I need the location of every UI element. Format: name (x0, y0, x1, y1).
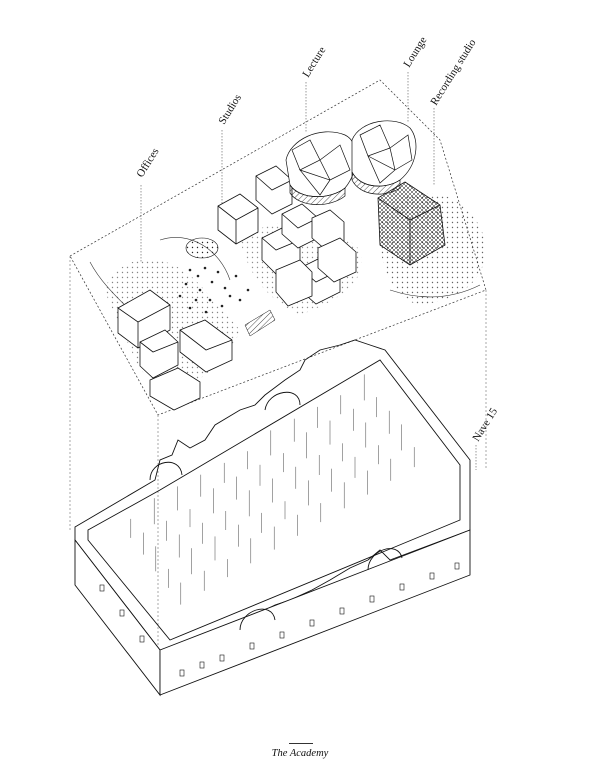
arch-2 (264, 391, 301, 411)
arch-4 (367, 548, 403, 571)
nave-columns (130, 374, 415, 605)
nave-inner-outline (87, 359, 461, 641)
nave-15-building (74, 339, 471, 697)
recording-studio-volume (377, 181, 446, 266)
front-windows (179, 562, 460, 677)
nave-left-face (74, 538, 161, 697)
plate-outline (69, 79, 487, 416)
label-nave-15: Nave 15 (470, 405, 500, 443)
walkway (244, 309, 276, 337)
label-studios: Studios (216, 92, 244, 126)
studios-buildings (217, 165, 357, 307)
leader-lines (140, 72, 477, 470)
oval-pavilion (185, 237, 219, 259)
arch-1 (149, 461, 183, 481)
offices-buildings (117, 289, 233, 411)
label-recording-studio: Recording studio (428, 37, 478, 108)
nave-front-face (159, 529, 471, 696)
path-curve-3 (389, 284, 481, 298)
caption-rule (289, 743, 313, 744)
label-lounge: Lounge (401, 35, 429, 70)
label-lecture: Lecture (300, 45, 328, 80)
crowd (178, 266, 250, 314)
drawing-caption: The Academy (271, 748, 329, 759)
upper-floor-plate (69, 79, 487, 416)
projection-lines (69, 256, 487, 690)
arch-3 (239, 608, 276, 631)
label-offices: Offices (134, 146, 161, 180)
lounge-volume (351, 120, 417, 195)
lecture-volume (285, 131, 357, 205)
side-windows (99, 584, 145, 643)
